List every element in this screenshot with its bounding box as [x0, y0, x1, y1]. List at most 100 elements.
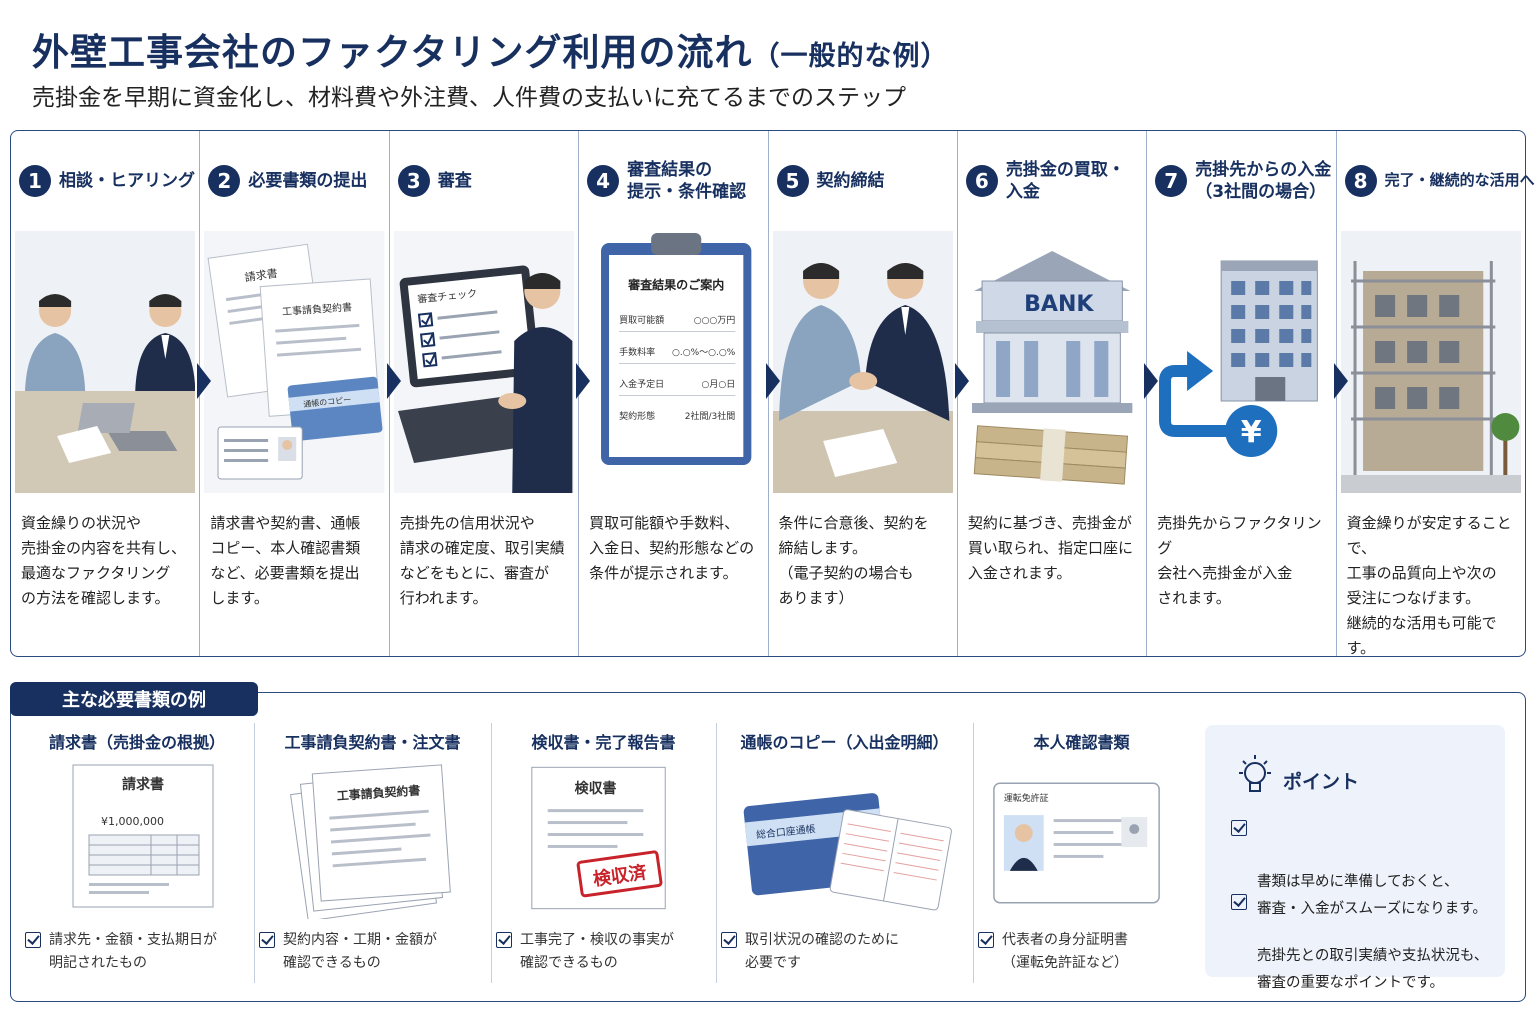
doc-title: 工事請負契約書・注文書	[284, 733, 461, 752]
doc-title: 通帳のコピー（入出金明細）	[740, 733, 949, 752]
step-number: 5	[776, 165, 809, 197]
point-item: 書類は早めに準備しておくと、 審査・入金がスムーズになります。	[1231, 815, 1495, 923]
doc-invoice: 請求書（売掛金の根拠） 請求書 ¥1,000,000 請求先・金額・支払期日が …	[21, 723, 253, 983]
handshake-illustration	[772, 231, 953, 493]
bank-label: BANK	[1024, 292, 1094, 317]
step-title: 契約締結	[816, 170, 885, 191]
result-row-value: 2社間/3社間	[685, 410, 736, 422]
doc-id: 本人確認書類 運転免許証 代表者の身分証明書 （運転免許証など）	[973, 723, 1189, 983]
step-title: 審査	[437, 170, 472, 191]
doc-note: 工事完了・検収の事実が 確認できるもの	[520, 932, 674, 971]
step-number: 3	[397, 165, 430, 197]
checkbox-icon	[259, 932, 275, 948]
step-1: 1 相談・ヒアリング 資金繰りの状況や 売掛金の内容を共有し、 最適なファクタリ…	[11, 131, 212, 656]
step-5: 5 契約締結 条件に合意後、契約を 締結します。 （電子契約の場合も あります）	[769, 131, 969, 656]
step-description: 売掛先からファクタリング 会社へ売掛金が入金 されます。	[1157, 514, 1322, 607]
checkbox-icon	[1231, 894, 1247, 910]
arrow-right-icon	[576, 363, 591, 399]
required-docs-tab: 主な必要書類の例	[10, 682, 258, 716]
yen-icon: ¥	[1241, 415, 1262, 450]
title-note: （一般的な例）	[752, 41, 949, 72]
step-description: 条件に合意後、契約を 締結します。 （電子契約の場合も あります）	[778, 514, 929, 607]
invoice-doc-illustration: 請求書 ¥1,000,000	[21, 759, 253, 919]
result-title: 審査結果のご案内	[627, 277, 724, 292]
arrow-right-icon	[954, 363, 969, 399]
step-description: 資金繰りが安定することで、 工事の品質向上や次の 受注につなげます。 継続的な活…	[1346, 514, 1512, 657]
step-8: 8 完了・継続的な活用へ 資金繰りが安定することで	[1337, 131, 1535, 657]
checkbox-icon	[721, 932, 737, 948]
step-description: 売掛先の信用状況や 請求の確定度、取引実績 などをもとに、審査が 行われます。	[399, 514, 565, 607]
step-number: 7	[1155, 165, 1188, 197]
result-row-label: 手数料率	[619, 346, 655, 358]
doc-title: 本人確認書類	[1033, 733, 1130, 752]
doc-note: 代表者の身分証明書 （運転免許証など）	[1002, 932, 1128, 971]
result-row-value: ○○○万円	[694, 315, 736, 326]
step-6: 6 売掛金の買取・ 入金 BANK	[958, 131, 1159, 656]
step-number: 2	[208, 165, 241, 197]
arrow-right-icon	[765, 363, 780, 399]
step-number: 8	[1344, 165, 1377, 197]
step-title: 売掛金の買取・ 入金	[1005, 159, 1125, 202]
step-title: 売掛先からの入金 （3社間の場合）	[1195, 159, 1332, 202]
checkbox-icon	[978, 932, 994, 948]
arrow-right-icon	[1144, 363, 1159, 399]
step-number: 1	[19, 165, 51, 197]
id-card-title: 運転免許証	[1004, 792, 1049, 804]
passbook-doc-illustration: 総合口座通帳	[717, 759, 972, 919]
step-4: 4 審査結果の 提示・条件確認 審査結果のご案内 買取可能額 ○○○万円 手数料…	[579, 131, 780, 656]
bank-illustration: BANK	[962, 231, 1142, 493]
doc-note: 請求先・金額・支払期日が 明記されたもの	[49, 932, 217, 971]
doc-note: 契約内容・工期・金額が 確認できるもの	[283, 932, 437, 971]
payment-flow-illustration: ¥	[1151, 231, 1331, 493]
review-illustration: 審査チェック	[393, 231, 575, 493]
point-title: ポイント	[1283, 771, 1360, 793]
id-card-illustration: 運転免許証	[974, 759, 1189, 919]
contract-doc-illustration: 工事請負契約書	[255, 759, 490, 922]
point-item: 売掛先との取引実績や支払状況も、 審査の重要なポイントです。	[1231, 889, 1495, 997]
point-box: ポイント 書類は早めに準備しておくと、 審査・入金がスムーズになります。 売掛先…	[1205, 725, 1505, 991]
step-title: 完了・継続的な活用へ	[1384, 171, 1535, 190]
doc-title: 検収書・完了報告書	[531, 733, 676, 752]
step-description: 請求書や契約書、通帳 コピー、本人確認書類 など、必要書類を提出 します。	[210, 514, 361, 607]
required-docs-panel: 請求書（売掛金の根拠） 請求書 ¥1,000,000 請求先・金額・支払期日が …	[10, 692, 1526, 1002]
contract-title: 工事請負契約書	[336, 782, 420, 803]
doc-note: 取引状況の確認のために 必要です	[745, 932, 899, 971]
lightbulb-icon	[1239, 755, 1271, 792]
step-3: 3 審査 審査チェック	[390, 131, 591, 656]
step-number: 6	[965, 165, 998, 197]
doc-inspection: 検収書・完了報告書 検収書 検収済 工事完了・検収の事実が 確認できるもの	[491, 723, 715, 983]
step-title: 審査結果の 提示・条件確認	[627, 159, 747, 202]
flow-steps: 1 相談・ヒアリング 資金繰りの状況や 売掛金の内容を共有し、 最適なファクタリ…	[10, 130, 1535, 657]
result-row-label: 入金予定日	[619, 378, 664, 390]
doc-passbook: 通帳のコピー（入出金明細） 総合口座通帳	[716, 723, 972, 983]
doc-contract: 工事請負契約書・注文書 工事請負契約書 契約内容・工期・金額が 確認できるもの	[254, 723, 490, 983]
invoice-label: 請求書	[244, 266, 279, 284]
page-title: 外壁工事会社のファクタリング利用の流れ（一般的な例）	[32, 31, 949, 74]
step-description: 買取可能額や手数料、 入金日、契約形態などの 条件が提示されます。	[589, 514, 755, 582]
checkbox-icon	[1231, 820, 1247, 836]
step-title: 必要書類の提出	[248, 170, 368, 191]
consultation-illustration	[15, 231, 196, 493]
doc-title: 請求書（売掛金の根拠）	[48, 733, 225, 752]
step-number: 4	[587, 165, 620, 197]
inspection-title: 検収書	[575, 780, 617, 797]
documents-illustration: 請求書 工事請負契約書 通帳のコピー	[204, 231, 385, 493]
invoice-title: 請求書	[122, 776, 164, 793]
step-2: 2 必要書類の提出 請求書 工事請負契約書 通帳のコピ	[200, 131, 401, 656]
step-description: 契約に基づき、売掛金が 買い取られ、指定口座に 入金されます。	[967, 514, 1134, 582]
step-title: 相談・ヒアリング	[59, 170, 195, 191]
result-clipboard-illustration: 審査結果のご案内 買取可能額 ○○○万円 手数料率 ○.○%〜○.○% 入金予定…	[583, 231, 763, 493]
arrow-right-icon	[197, 363, 212, 399]
result-row-value: ○.○%〜○.○%	[672, 348, 736, 358]
arrow-right-icon	[1333, 363, 1348, 399]
page-subtitle: 売掛金を早期に資金化し、材料費や外注費、人件費の支払いに充てるまでのステップ	[32, 85, 906, 111]
checkbox-icon	[496, 932, 512, 948]
step-7: 7 売掛先からの入金 （3社間の場合） ¥ 売掛先からファクタリング 会社	[1147, 131, 1348, 656]
checkbox-icon	[25, 932, 41, 948]
scaffolded-building-illustration	[1340, 231, 1521, 493]
arrow-right-icon	[386, 363, 401, 399]
result-row-value: ○月○日	[702, 379, 736, 390]
inspection-doc-illustration: 検収書 検収済	[492, 759, 715, 919]
result-row-label: 契約形態	[619, 410, 655, 422]
step-description: 資金繰りの状況や 売掛金の内容を共有し、 最適なファクタリング の方法を確認しま…	[21, 514, 187, 607]
